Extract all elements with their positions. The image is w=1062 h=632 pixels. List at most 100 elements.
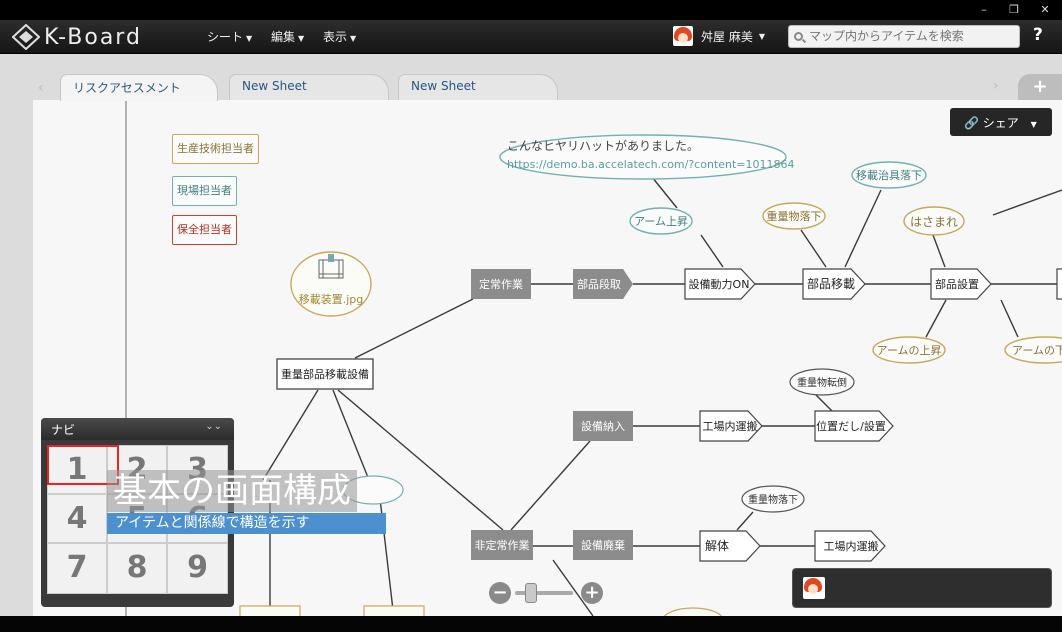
user-menu[interactable]: 舛屋 麻美 ▼ bbox=[673, 26, 765, 46]
node-label: 設備納入 bbox=[581, 419, 625, 433]
node-parts-setup[interactable]: 部品段取 bbox=[573, 269, 633, 299]
tab-label: New Sheet bbox=[411, 79, 476, 93]
minimize-button[interactable]: – bbox=[981, 3, 987, 16]
navigator-header[interactable]: ナビ ⌄⌄ bbox=[41, 418, 234, 440]
risk-heavy-drop-1[interactable]: 重量物落下 bbox=[762, 202, 826, 230]
navigator-viewport[interactable] bbox=[47, 445, 119, 485]
nav-cell-8[interactable]: 8 bbox=[107, 543, 167, 594]
caret-down-icon: ▼ bbox=[758, 31, 765, 41]
window-titlebar: – ❐ ✕ bbox=[0, 0, 1062, 20]
node-label: 定常作業 bbox=[479, 277, 523, 291]
caret-down-icon: ▼ bbox=[350, 34, 357, 43]
menu-edit[interactable]: 編集▼ bbox=[271, 28, 304, 45]
link-icon: 🔗 bbox=[964, 116, 979, 130]
node-equipment-delivery[interactable]: 設備納入 bbox=[573, 411, 633, 441]
collapse-icon[interactable]: ⌄⌄ bbox=[205, 421, 222, 432]
node-factory-transport-2[interactable]: 工場内運搬 bbox=[814, 530, 886, 562]
menu-edit-label: 編集 bbox=[271, 30, 296, 44]
share-button[interactable]: 🔗 シェア ▼ bbox=[950, 108, 1052, 136]
node-factory-transport-1[interactable]: 工場内運搬 bbox=[699, 410, 763, 442]
caret-down-icon: ▼ bbox=[1030, 120, 1037, 129]
user-name: 舛屋 麻美 bbox=[701, 29, 753, 44]
menu-sheet[interactable]: シート▼ bbox=[207, 28, 252, 45]
risk-label: はさまれ bbox=[910, 215, 958, 229]
node-label: 設備廃棄 bbox=[581, 538, 625, 552]
image-node[interactable]: 移載装置.jpg bbox=[290, 251, 372, 317]
close-button[interactable]: ✕ bbox=[1040, 3, 1050, 16]
risk-label: 重量物落下 bbox=[748, 493, 798, 506]
nav-cell-7[interactable]: 7 bbox=[47, 543, 107, 594]
node-label: 解体 bbox=[705, 539, 729, 553]
menu-sheet-label: シート bbox=[207, 30, 244, 44]
node-parts-transfer[interactable]: 部品移載 bbox=[802, 268, 866, 300]
zoom-slider-handle[interactable] bbox=[525, 583, 537, 603]
zoom-control: − + bbox=[489, 580, 605, 604]
share-label: シェア bbox=[982, 116, 1019, 130]
node-routine-work[interactable]: 定常作業 bbox=[471, 269, 531, 299]
risk-label: 重量物転倒 bbox=[797, 376, 847, 389]
search-input[interactable] bbox=[809, 29, 1014, 43]
node-equipment-disposal[interactable]: 設備廃棄 bbox=[573, 530, 633, 560]
tab-risk-assessment[interactable]: リスクアセスメント bbox=[60, 74, 218, 101]
risk-arm-up[interactable]: アーム上昇 bbox=[629, 207, 693, 235]
risk-label: アーム上昇 bbox=[634, 215, 688, 228]
sheet-tab-bar: ‹ リスクアセスメント New Sheet New Sheet › + bbox=[0, 54, 1062, 101]
node-label: 非定常作業 bbox=[475, 538, 530, 552]
top-menu-bar: K-Board シート▼ 編集▼ 表示▼ 舛屋 麻美 ▼ ? bbox=[0, 20, 1062, 54]
search-box bbox=[788, 25, 1020, 48]
legend-maintenance-staff[interactable]: 保全担当者 bbox=[172, 215, 237, 245]
root-node[interactable]: 重量部品移載設備 bbox=[276, 358, 374, 390]
node-positioning[interactable]: 位置だし/設置 bbox=[814, 410, 894, 442]
tab-scroll-left-icon[interactable]: ‹ bbox=[38, 80, 44, 96]
zoom-out-button[interactable]: − bbox=[489, 582, 511, 604]
tab-label: New Sheet bbox=[242, 79, 307, 93]
caret-down-icon: ▼ bbox=[298, 34, 305, 43]
user-avatar bbox=[673, 26, 693, 46]
node-parts-install[interactable]: 部品設置 bbox=[930, 268, 992, 300]
hiyari-link[interactable]: https://demo.ba.accelatech.com/?content=… bbox=[507, 158, 795, 171]
risk-pinched[interactable]: はさまれ bbox=[903, 206, 965, 236]
hiyari-text: こんなヒヤリハットがありました。 bbox=[507, 138, 699, 153]
risk-label: 重量物落下 bbox=[767, 209, 822, 223]
node-label: 工場内運搬 bbox=[703, 419, 758, 433]
node-partial[interactable] bbox=[663, 607, 723, 616]
tab-new-sheet-2[interactable]: New Sheet bbox=[398, 74, 558, 100]
risk-label: 移載治具落下 bbox=[856, 168, 922, 182]
node-partial[interactable] bbox=[239, 605, 301, 616]
node-power-on[interactable]: 設備動力ON bbox=[684, 268, 756, 300]
chat-panel[interactable] bbox=[792, 568, 1052, 608]
root-node-label: 重量部品移載設備 bbox=[281, 367, 369, 381]
nav-cell-9[interactable]: 9 bbox=[167, 543, 228, 594]
legend-production-engineer[interactable]: 生産技術担当者 bbox=[172, 134, 259, 164]
tab-new-sheet-1[interactable]: New Sheet bbox=[229, 74, 389, 100]
node-label: 部品段取 bbox=[577, 277, 621, 291]
node-nonroutine-work[interactable]: 非定常作業 bbox=[471, 530, 533, 560]
risk-arm-rise[interactable]: アームの上昇 bbox=[872, 336, 946, 364]
node-partial[interactable] bbox=[363, 605, 425, 616]
node-label: 部品移載 bbox=[807, 276, 855, 291]
node-offscreen[interactable] bbox=[1056, 268, 1062, 300]
zoom-in-button[interactable]: + bbox=[581, 582, 603, 604]
relation-lines bbox=[262, 176, 1062, 616]
caption-title: 基本の画面構成 bbox=[107, 470, 357, 512]
restore-button[interactable]: ❐ bbox=[1009, 3, 1019, 16]
zoom-slider-track[interactable] bbox=[515, 591, 573, 595]
risk-heavy-drop-2[interactable]: 重量物落下 bbox=[741, 485, 805, 513]
risk-under-arm[interactable]: アームの下 bbox=[1004, 336, 1062, 364]
legend-site-staff[interactable]: 現場担当者 bbox=[172, 176, 237, 206]
node-dismantle[interactable]: 解体 bbox=[699, 530, 761, 562]
tab-scroll-right-icon[interactable]: › bbox=[993, 78, 999, 94]
node-label: 位置だし/設置 bbox=[816, 419, 886, 433]
hiyari-hatto-callout[interactable]: こんなヒヤリハットがありました。 https://demo.ba.accelat… bbox=[499, 134, 795, 180]
nav-cell-4[interactable]: 4 bbox=[47, 494, 107, 543]
risk-label: アームの上昇 bbox=[876, 344, 941, 357]
risk-jig-drop[interactable]: 移載治具落下 bbox=[851, 161, 927, 189]
help-button[interactable]: ? bbox=[1033, 25, 1043, 45]
add-sheet-button[interactable]: + bbox=[1018, 74, 1062, 100]
risk-heavy-topple[interactable]: 重量物転倒 bbox=[789, 368, 855, 396]
node-label: 工場内運搬 bbox=[824, 539, 879, 553]
menu-view[interactable]: 表示▼ bbox=[323, 28, 356, 45]
nav-cell-1[interactable]: 1 bbox=[47, 445, 107, 494]
logo-diamond-icon bbox=[12, 24, 40, 50]
